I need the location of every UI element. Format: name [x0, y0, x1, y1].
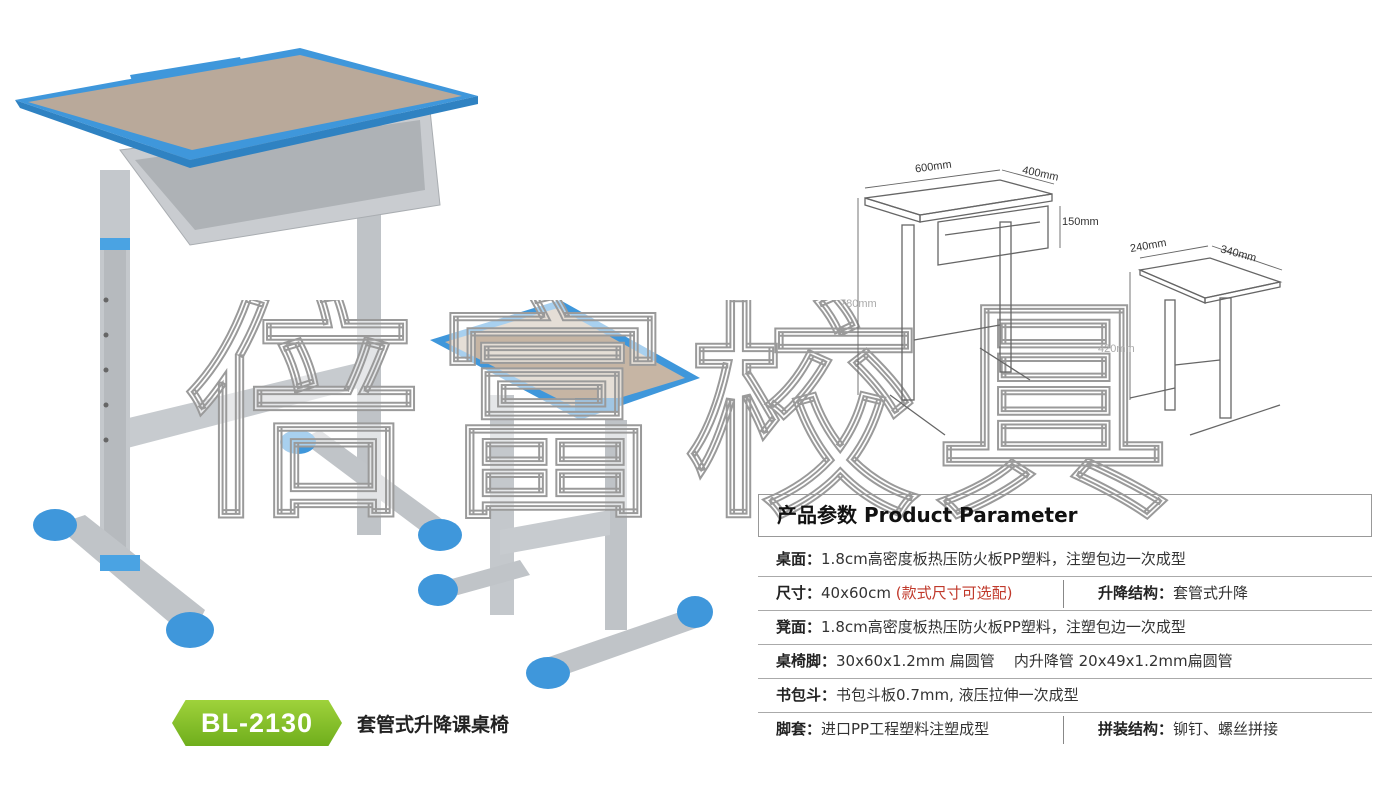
param-label: 尺寸：	[776, 584, 822, 602]
param-value: 套管式升降	[1173, 584, 1249, 602]
param-label: 凳面：	[776, 618, 822, 636]
param-label: 升降结构：	[1098, 584, 1174, 602]
param-label: 书包斗：	[776, 686, 837, 704]
param-row-size: 尺寸：40x60cm (款式尺寸可选配) 升降结构：套管式升降	[758, 577, 1372, 611]
param-value: 铆钉、螺丝拼接	[1173, 720, 1279, 738]
dim-desk-height: 780mm	[840, 298, 877, 310]
column-divider	[1063, 716, 1064, 744]
dim-drawer-height: 150mm	[1062, 216, 1099, 228]
product-photo	[15, 48, 713, 689]
param-value: 40x60cm	[821, 584, 891, 602]
param-label: 桌面：	[776, 550, 822, 568]
param-table-title: 产品参数 Product Parameter	[758, 494, 1372, 537]
dim-stool-height: 420mm	[1098, 343, 1135, 355]
param-row-foot: 脚套：进口PP工程塑料注塑成型 拼装结构：铆钉、螺丝拼接	[758, 713, 1372, 747]
product-name: 套管式升降课桌椅	[357, 714, 510, 736]
param-row-desk-top: 桌面：1.8cm高密度板热压防火板PP塑料，注塑包边一次成型	[758, 543, 1372, 577]
model-badge: BL-2130	[172, 700, 342, 746]
param-label: 桌椅脚：	[776, 652, 837, 670]
param-value: 1.8cm高密度板热压防火板PP塑料，注塑包边一次成型	[821, 550, 1186, 568]
dimension-diagram	[857, 169, 1283, 436]
param-label: 拼装结构：	[1098, 720, 1174, 738]
size-option-note: (款式尺寸可选配)	[895, 584, 1013, 602]
param-row-stool-top: 凳面：1.8cm高密度板热压防火板PP塑料，注塑包边一次成型	[758, 611, 1372, 645]
param-value: 进口PP工程塑料注塑成型	[821, 720, 990, 738]
param-row-legs: 桌椅脚：30x60x1.2mm 扁圆管 内升降管 20x49x1.2mm扁圆管	[758, 645, 1372, 679]
param-label: 脚套：	[776, 720, 822, 738]
param-row-bag: 书包斗：书包斗板0.7mm, 液压拉伸一次成型	[758, 679, 1372, 713]
param-value: 30x60x1.2mm 扁圆管 内升降管 20x49x1.2mm扁圆管	[836, 652, 1233, 670]
column-divider	[1063, 580, 1064, 608]
param-value: 书包斗板0.7mm, 液压拉伸一次成型	[836, 686, 1079, 704]
param-value: 1.8cm高密度板热压防火板PP塑料，注塑包边一次成型	[821, 618, 1186, 636]
